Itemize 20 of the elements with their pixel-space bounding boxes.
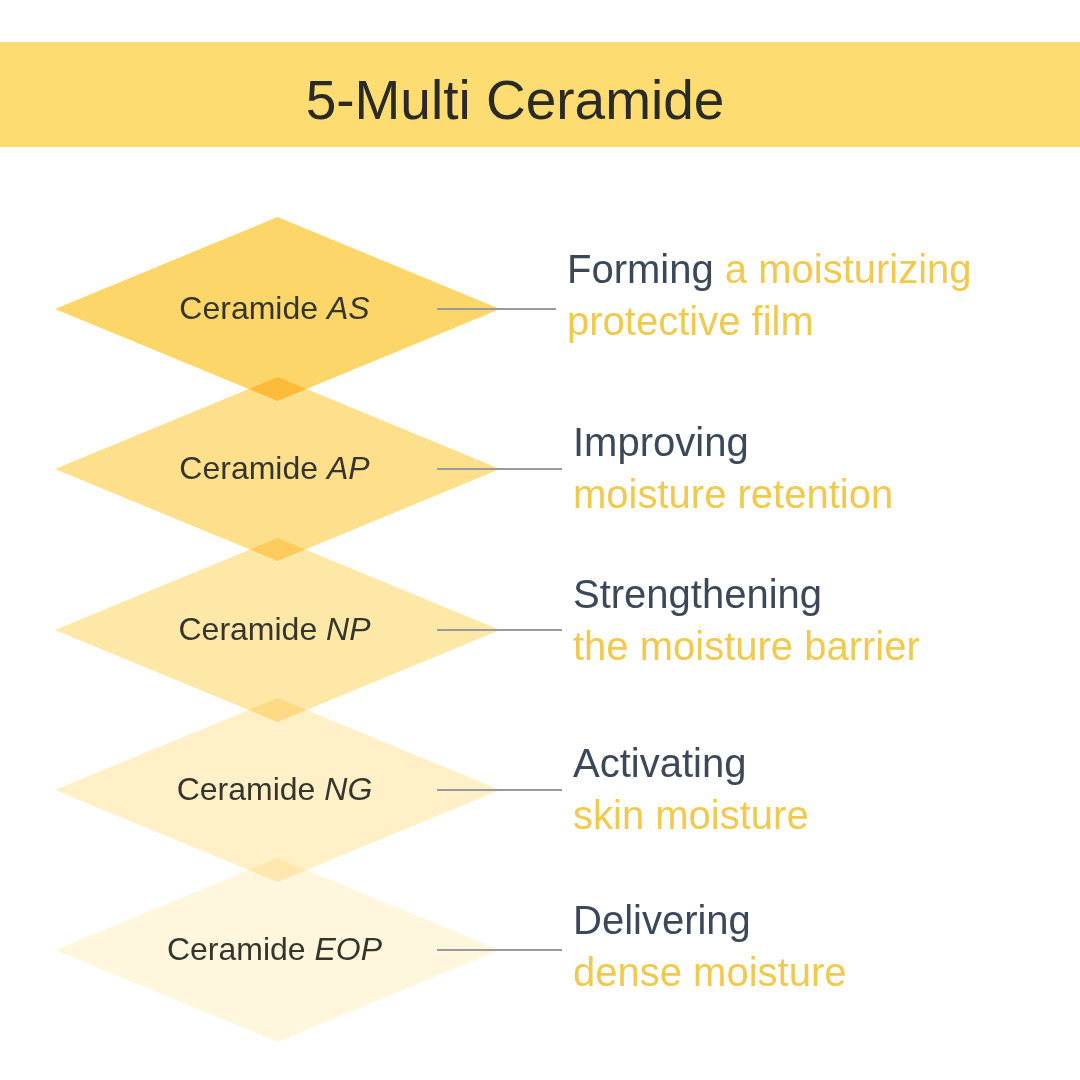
leader-line	[436, 629, 563, 631]
benefit-heading: Improving	[573, 419, 749, 466]
leader-line	[436, 949, 563, 951]
benefit-heading: Activating	[573, 740, 747, 787]
benefit-text: moisture retention	[573, 471, 894, 518]
benefit-heading: Delivering	[573, 897, 751, 944]
diagram-title: 5-Multi Ceramide	[304, 73, 726, 128]
benefit-text: skin moisture	[573, 792, 809, 839]
leader-line	[436, 308, 557, 310]
benefit-text: the moisture barrier	[573, 623, 920, 670]
ceramide-label: Ceramide EOP	[166, 933, 383, 965]
ceramide-label: Ceramide NP	[178, 613, 371, 645]
leader-line	[436, 789, 563, 791]
ceramide-label: Ceramide NG	[176, 773, 373, 805]
benefit-statement: Forming a moisturizing protective film	[567, 243, 982, 347]
ceramide-label: Ceramide AP	[179, 452, 370, 484]
benefit-text: dense moisture	[573, 949, 847, 996]
benefit-heading: Strengthening	[573, 571, 823, 618]
leader-line	[436, 468, 563, 470]
ceramide-label: Ceramide AS	[179, 292, 370, 324]
